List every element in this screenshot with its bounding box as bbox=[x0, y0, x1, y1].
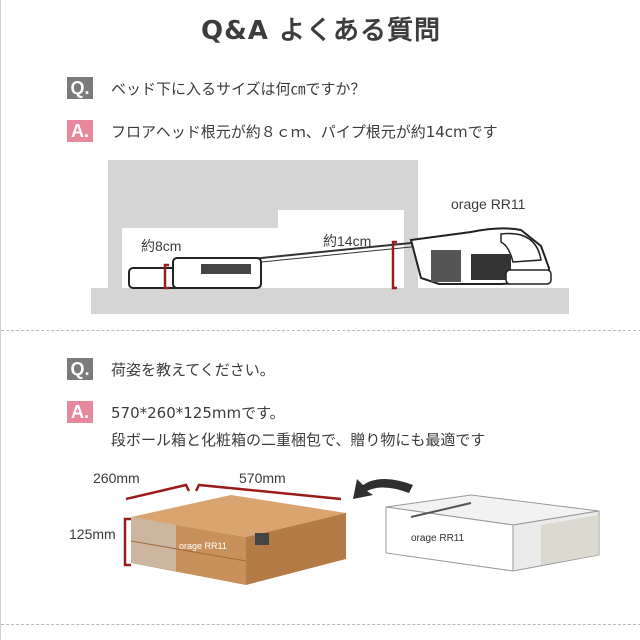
section-divider-bottom bbox=[1, 624, 640, 625]
height-label: 125mm bbox=[69, 526, 116, 542]
gift-box: orage RR11 bbox=[385, 494, 600, 572]
question-text: 荷姿を教えてください。 bbox=[111, 361, 275, 379]
width-label: 260mm bbox=[93, 470, 140, 486]
model-label: orage RR11 bbox=[451, 196, 526, 212]
answer-text-line2: 段ボール箱と化粧箱の二重梱包で、贈り物にも最適です bbox=[111, 431, 486, 449]
page-title: Q&A よくある質問 bbox=[201, 16, 441, 46]
floor bbox=[91, 288, 569, 314]
bed-top-left bbox=[108, 160, 278, 228]
pipe-height-label: 約14cm bbox=[323, 233, 372, 249]
cardboard-box: orage RR11 bbox=[130, 495, 346, 585]
pipe-dimension-bracket bbox=[391, 240, 397, 290]
length-dimension-line bbox=[194, 483, 342, 501]
vacuum-body bbox=[409, 227, 552, 285]
section-divider bbox=[1, 330, 640, 331]
head-height-label: 約8cm bbox=[141, 238, 182, 254]
gift-box-brand-print: orage RR11 bbox=[411, 533, 465, 544]
question-text: ベッド下に入るサイズは何㎝ですか？ bbox=[111, 80, 366, 98]
bed-top-right bbox=[278, 160, 418, 210]
bed-clearance-illustration bbox=[91, 160, 569, 314]
answer-text-line1: 570*260*125mmです。 bbox=[111, 404, 285, 422]
length-label: 570mm bbox=[239, 470, 286, 486]
question-badge: Q. bbox=[67, 358, 93, 380]
height-dimension-line bbox=[123, 517, 131, 567]
arrow-icon bbox=[353, 479, 413, 499]
floor-head bbox=[128, 257, 262, 289]
answer-badge: A. bbox=[67, 120, 93, 142]
bed-leg-right bbox=[404, 210, 418, 290]
packaging-illustration: orage RR11 orage RR11 bbox=[123, 479, 600, 585]
answer-badge: A. bbox=[67, 401, 93, 423]
answer-text: フロアヘッド根元が約８ｃｍ、パイプ根元が約14cmです bbox=[111, 123, 498, 141]
question-badge: Q. bbox=[67, 77, 93, 99]
bed-leg-left bbox=[108, 210, 122, 290]
width-dimension-line bbox=[125, 483, 191, 501]
head-dimension-bracket bbox=[163, 263, 169, 290]
box-brand-print: orage RR11 bbox=[179, 541, 227, 551]
